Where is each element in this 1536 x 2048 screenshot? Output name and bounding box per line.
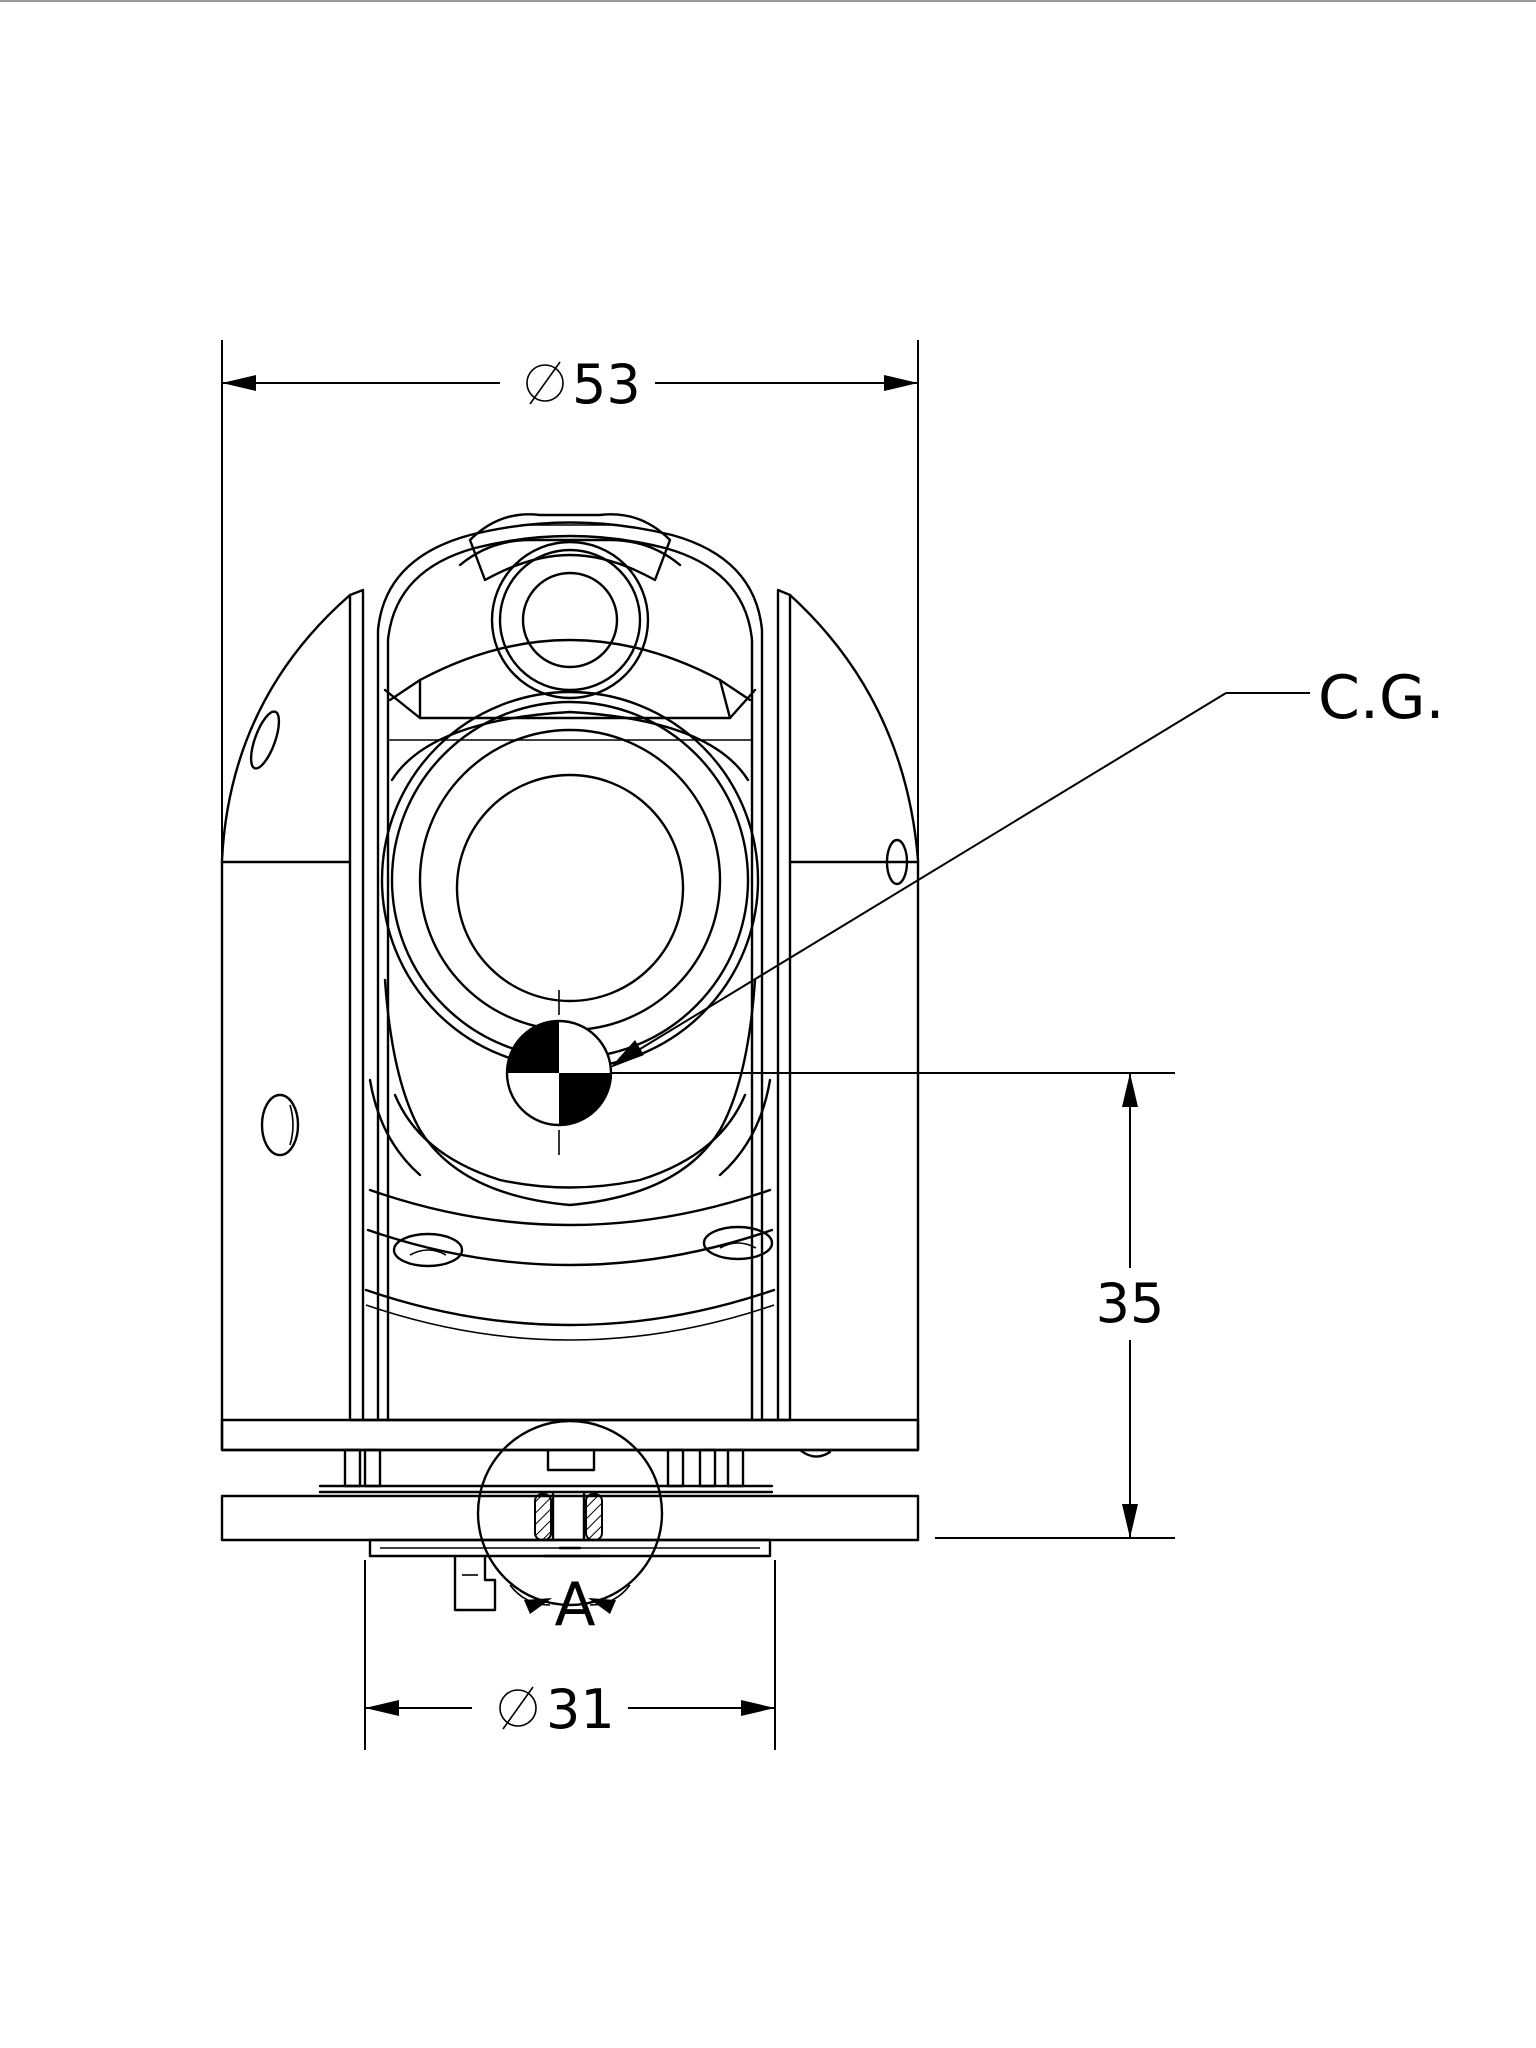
cg-label: C.G. bbox=[1318, 663, 1445, 733]
camera-body bbox=[220, 513, 920, 1612]
detail-view-label: A bbox=[554, 1570, 595, 1640]
base-diameter-value: 31 bbox=[546, 1678, 615, 1741]
dimension-base-diameter bbox=[364, 1560, 776, 1750]
dimension-overall-diameter bbox=[221, 340, 919, 860]
detail-circle-a bbox=[476, 1419, 664, 1614]
cg-height-value: 35 bbox=[1096, 1272, 1165, 1335]
cg-leader bbox=[610, 692, 1310, 1068]
cg-symbol bbox=[505, 990, 613, 1155]
dimension-cg-height bbox=[611, 1072, 1175, 1539]
overall-diameter-value: 53 bbox=[572, 353, 641, 416]
